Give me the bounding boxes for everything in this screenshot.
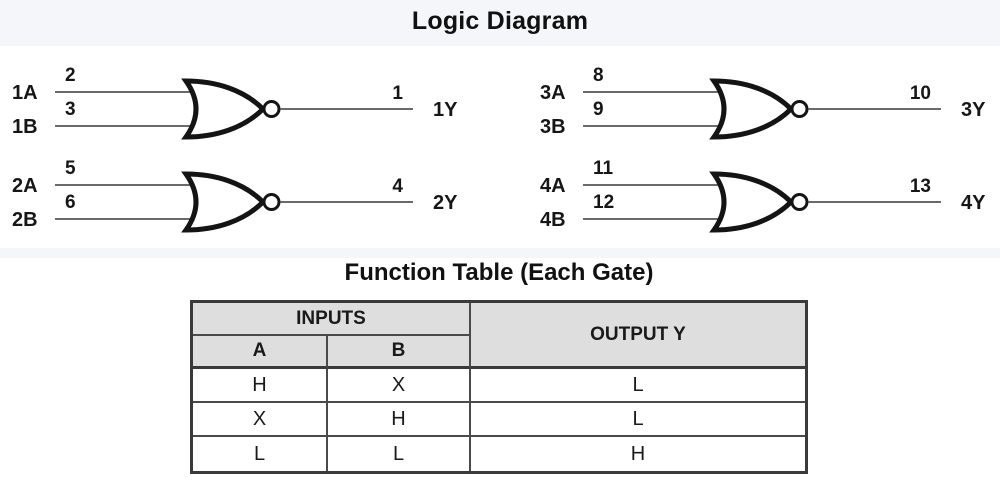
table-cell-r2-y: L (471, 403, 805, 437)
input-a-pin-number: 5 (65, 158, 76, 179)
inputs-header-cell: INPUTS (193, 303, 471, 336)
function-table: INPUTS OUTPUT Y A B H X L X H L L L H (190, 300, 808, 474)
page-title: Logic Diagram (411, 7, 589, 35)
output-pin-number: 10 (910, 83, 931, 104)
output-label: 4Y (961, 192, 986, 214)
table-cell-r1-y: L (471, 369, 805, 403)
table-cell-r2-a: X (193, 403, 328, 437)
output-pin-number: 1 (392, 83, 403, 104)
nor-gate-icon (709, 171, 795, 233)
inverter-bubble-icon (790, 100, 809, 118)
nor-gate-2: 2A 2B 5 6 4 2Y (12, 158, 458, 233)
inverter-bubble-icon (262, 193, 281, 211)
inverter-bubble-icon (790, 193, 809, 211)
nor-gate-icon (709, 78, 795, 140)
output-label: 1Y (433, 99, 458, 121)
output-pin-number: 4 (392, 176, 403, 197)
nor-gate-1: 1A 1B 2 3 1 1Y (12, 65, 458, 140)
logic-diagram: 1A 1B 2 3 1 1Y 2A 2B 5 6 4 2Y (12, 65, 986, 233)
input-b-pin-number: 9 (593, 99, 604, 120)
input-b-pin-number: 6 (65, 192, 76, 213)
output-label: 3Y (961, 99, 986, 121)
input-b-pin-number: 12 (593, 192, 614, 213)
input-a-label: 4A (540, 175, 566, 197)
top-band (0, 0, 1000, 46)
input-a-label: 1A (12, 82, 38, 104)
nor-gate-3: 3A 3B 8 9 10 3Y (540, 65, 986, 140)
input-a-pin-number: 2 (65, 65, 76, 86)
table-cell-r3-y: H (630, 442, 646, 465)
input-b-label: 3B (540, 116, 566, 138)
table-cell-r3-b: L (328, 437, 471, 471)
table-cell-r3-a: L (193, 437, 328, 471)
input-b-label: 2B (12, 209, 38, 231)
input-a-label: 3A (540, 82, 566, 104)
output-label: 2Y (433, 192, 458, 214)
input-b-label: 4B (540, 209, 566, 231)
nor-gate-icon (181, 171, 267, 233)
table-cell-r1-a: H (193, 369, 328, 403)
function-table-title: Function Table (Each Gate) (344, 259, 654, 286)
output-pin-number: 13 (910, 176, 931, 197)
input-a-label: 2A (12, 175, 38, 197)
input-a-pin-number: 11 (593, 158, 614, 179)
column-b-header-cell: B (328, 336, 471, 369)
nor-gate-icon (181, 78, 267, 140)
table-cell-r1-b: X (328, 369, 471, 403)
section-divider-band (0, 248, 1000, 258)
input-b-label: 1B (12, 116, 38, 138)
column-a-header-cell: A (193, 336, 328, 369)
table-cell-r2-b: H (328, 403, 471, 437)
output-header-cell: OUTPUT Y (471, 303, 805, 369)
input-a-pin-number: 8 (593, 65, 604, 86)
input-b-pin-number: 3 (65, 99, 76, 120)
nor-gate-4: 4A 4B 11 12 13 4Y (540, 158, 986, 233)
inverter-bubble-icon (262, 100, 281, 118)
